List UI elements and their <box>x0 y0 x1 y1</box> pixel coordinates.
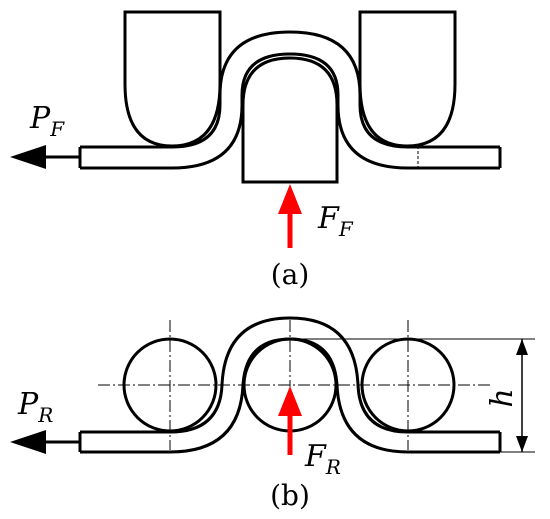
push-force-arrow-b <box>278 386 302 455</box>
pull-force-label-b: PR <box>17 387 53 427</box>
caption-a: (a) <box>271 258 310 291</box>
pull-force-arrow-a <box>10 145 80 169</box>
sheet-strip-a-inner <box>80 52 500 170</box>
panel-b: h PR FR (b) <box>10 316 535 512</box>
centerlines-b <box>98 320 490 450</box>
sheet-strip-a-outer <box>80 30 500 149</box>
center-punch-a <box>241 56 339 184</box>
caption-b: (b) <box>270 479 310 512</box>
panel-a: PF FF (a) <box>10 10 502 291</box>
height-dimension-b <box>300 338 535 453</box>
pull-force-arrow-b <box>10 430 80 454</box>
left-die-a <box>123 10 222 148</box>
height-label-b: h <box>485 388 520 407</box>
right-die-a <box>358 10 457 148</box>
push-force-label-a: FF <box>317 201 354 241</box>
sheet-strip-b-inner <box>80 337 500 454</box>
pull-force-label-a: PF <box>29 101 65 141</box>
push-force-label-b: FR <box>304 439 341 479</box>
sheet-strip-b-outer <box>80 316 500 434</box>
push-force-arrow-a <box>278 184 302 248</box>
